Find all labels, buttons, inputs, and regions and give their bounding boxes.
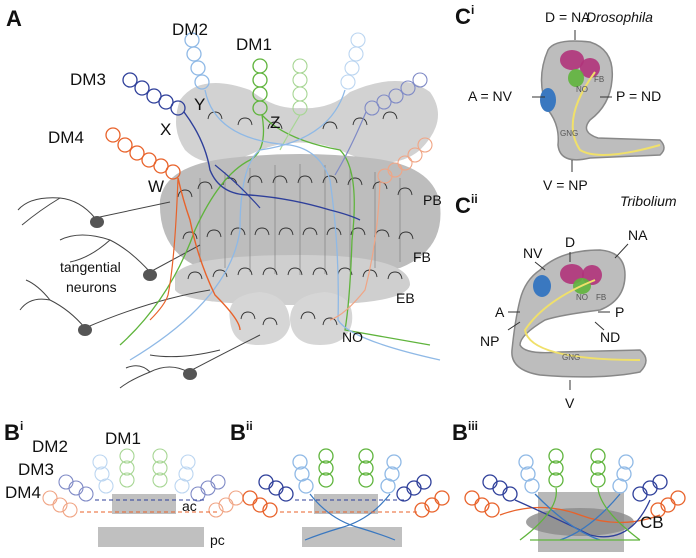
panel-ci: C i Drosophila NO FB GNG D = NA A = NV P… [455, 3, 665, 193]
tangential-neurons [17, 197, 261, 389]
bi-dm4: DM4 [5, 483, 41, 502]
biii-cells [464, 448, 686, 541]
cii-arrows [507, 243, 629, 390]
cii-p: P [615, 304, 624, 320]
cii-fb: FB [596, 293, 606, 302]
label-pb: PB [423, 192, 442, 208]
bi-cells [42, 448, 244, 518]
panel-bii-letter: B [230, 420, 246, 445]
bi-dm3: DM3 [18, 460, 54, 479]
cii-nd: ND [600, 329, 620, 345]
ci-no: NO [576, 85, 588, 94]
lineage-dm2 [129, 32, 441, 361]
lineage-dm1 [119, 58, 431, 346]
cii-no: NO [576, 293, 588, 302]
ci-bottom: V = NP [543, 177, 588, 193]
ci-left: A = NV [468, 88, 513, 104]
panel-biii-sup: iii [468, 419, 478, 433]
bi-pc-box [98, 527, 204, 547]
label-dm1: DM1 [236, 35, 272, 54]
bi-pc: pc [210, 532, 225, 548]
panel-cii: C ii Tribolium NO FB GNG D NA NV A P ND … [455, 192, 677, 411]
label-z: Z [270, 113, 280, 132]
ci-top: D = NA [545, 9, 591, 25]
ci-right: P = ND [616, 88, 661, 104]
axis-ci [571, 71, 661, 156]
bi-ac-box [112, 494, 176, 514]
label-no: NO [342, 329, 363, 345]
blob-ci-magenta [560, 50, 584, 70]
panel-cii-letter: C [455, 193, 471, 218]
label-dm3: DM3 [70, 70, 106, 89]
biii-cb [526, 508, 634, 536]
panel-bii-sup: ii [246, 419, 253, 433]
bi-ac: ac [182, 498, 197, 514]
bii-cells [242, 448, 450, 541]
panel-ci-letter: C [455, 4, 471, 29]
bi-dm1: DM1 [105, 429, 141, 448]
label-dm4: DM4 [48, 128, 84, 147]
label-tangential: tangential [60, 259, 121, 275]
tangential-somata [78, 216, 197, 380]
panel-bi-sup: i [20, 419, 23, 433]
lineage-dm4 [105, 127, 433, 331]
label-w: W [148, 177, 164, 196]
label-y: Y [194, 95, 205, 114]
blob-ci-blue [540, 88, 556, 112]
panel-bi: B i DM1 DM2 DM3 DM4 ac pc [4, 419, 244, 548]
label-x: X [160, 120, 171, 139]
panel-biii: B iii CB [452, 419, 686, 552]
cii-gng: GNG [562, 353, 580, 362]
panel-bii: B ii [230, 419, 450, 547]
label-eb: EB [396, 290, 415, 306]
cii-nv: NV [523, 245, 543, 261]
cii-a: A [495, 304, 505, 320]
label-neurons: neurons [66, 279, 117, 295]
cii-na: NA [628, 227, 648, 243]
ci-arrows [532, 30, 612, 172]
panel-cii-species: Tribolium [620, 193, 677, 209]
blob-ci-green [568, 69, 584, 87]
bi-dm2: DM2 [32, 437, 68, 456]
panel-bi-letter: B [4, 420, 20, 445]
biii-cb-label: CB [640, 513, 664, 532]
cii-np: NP [480, 333, 499, 349]
label-dm2: DM2 [172, 20, 208, 39]
panel-a: A [6, 6, 442, 389]
ci-fb: FB [594, 75, 604, 84]
panel-a-letter: A [6, 6, 22, 31]
ci-gng: GNG [560, 129, 578, 138]
label-fb: FB [413, 249, 431, 265]
noduli [229, 292, 353, 345]
blob-cii-blue [533, 275, 551, 297]
panel-biii-letter: B [452, 420, 468, 445]
cii-v: V [565, 395, 575, 411]
cii-d: D [565, 234, 575, 250]
lineage-dm3 [122, 72, 428, 221]
panel-cii-sup: ii [471, 192, 478, 206]
panel-ci-species: Drosophila [586, 9, 653, 25]
panel-ci-sup: i [471, 3, 474, 17]
axis-cii [523, 279, 641, 361]
